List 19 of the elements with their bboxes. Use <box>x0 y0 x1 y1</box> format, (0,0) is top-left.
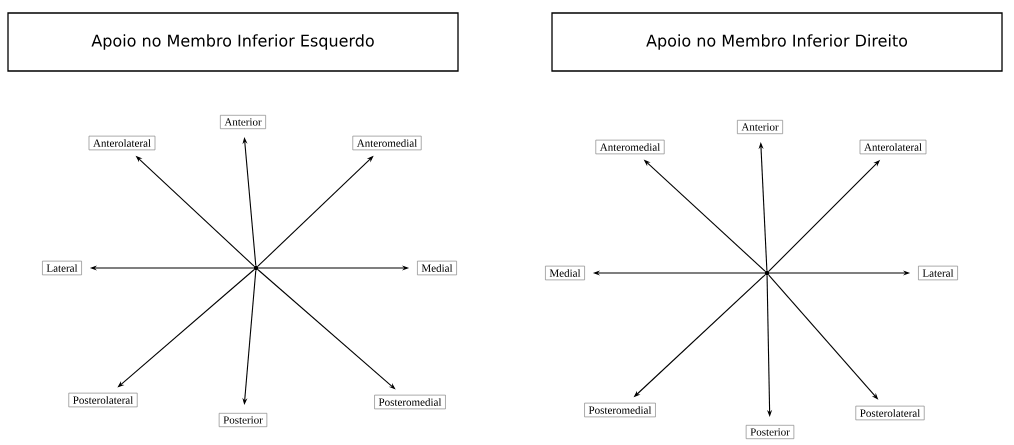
direction-label-box: Lateral <box>42 260 82 276</box>
direction-label-box: Posterolateral <box>855 405 925 421</box>
direction-label-box: Posteromedial <box>584 402 656 418</box>
direction-label-box: Posterior <box>218 413 268 427</box>
direction-label-box: Medial <box>545 265 585 281</box>
title-box: Apoio no Membro Inferior Esquerdo <box>7 12 459 72</box>
direction-label-box: Posterolateral <box>68 392 138 408</box>
direction-label-box: Anterior <box>220 115 266 129</box>
direction-label-box: Medial <box>417 260 457 276</box>
direction-label-box: Posterior <box>745 425 795 439</box>
direction-label-box: Anteromedial <box>595 139 665 155</box>
direction-label-box: Posteromedial <box>374 394 446 410</box>
title-box: Apoio no Membro Inferior Direito <box>551 12 1003 72</box>
direction-label-box: Anteromedial <box>352 135 422 151</box>
direction-label-box: Anterolateral <box>859 139 927 155</box>
direction-label-box: Anterior <box>737 120 783 134</box>
direction-label-box: Lateral <box>918 265 958 281</box>
arrow <box>257 269 396 390</box>
direction-label-box: Anterolateral <box>88 135 156 151</box>
